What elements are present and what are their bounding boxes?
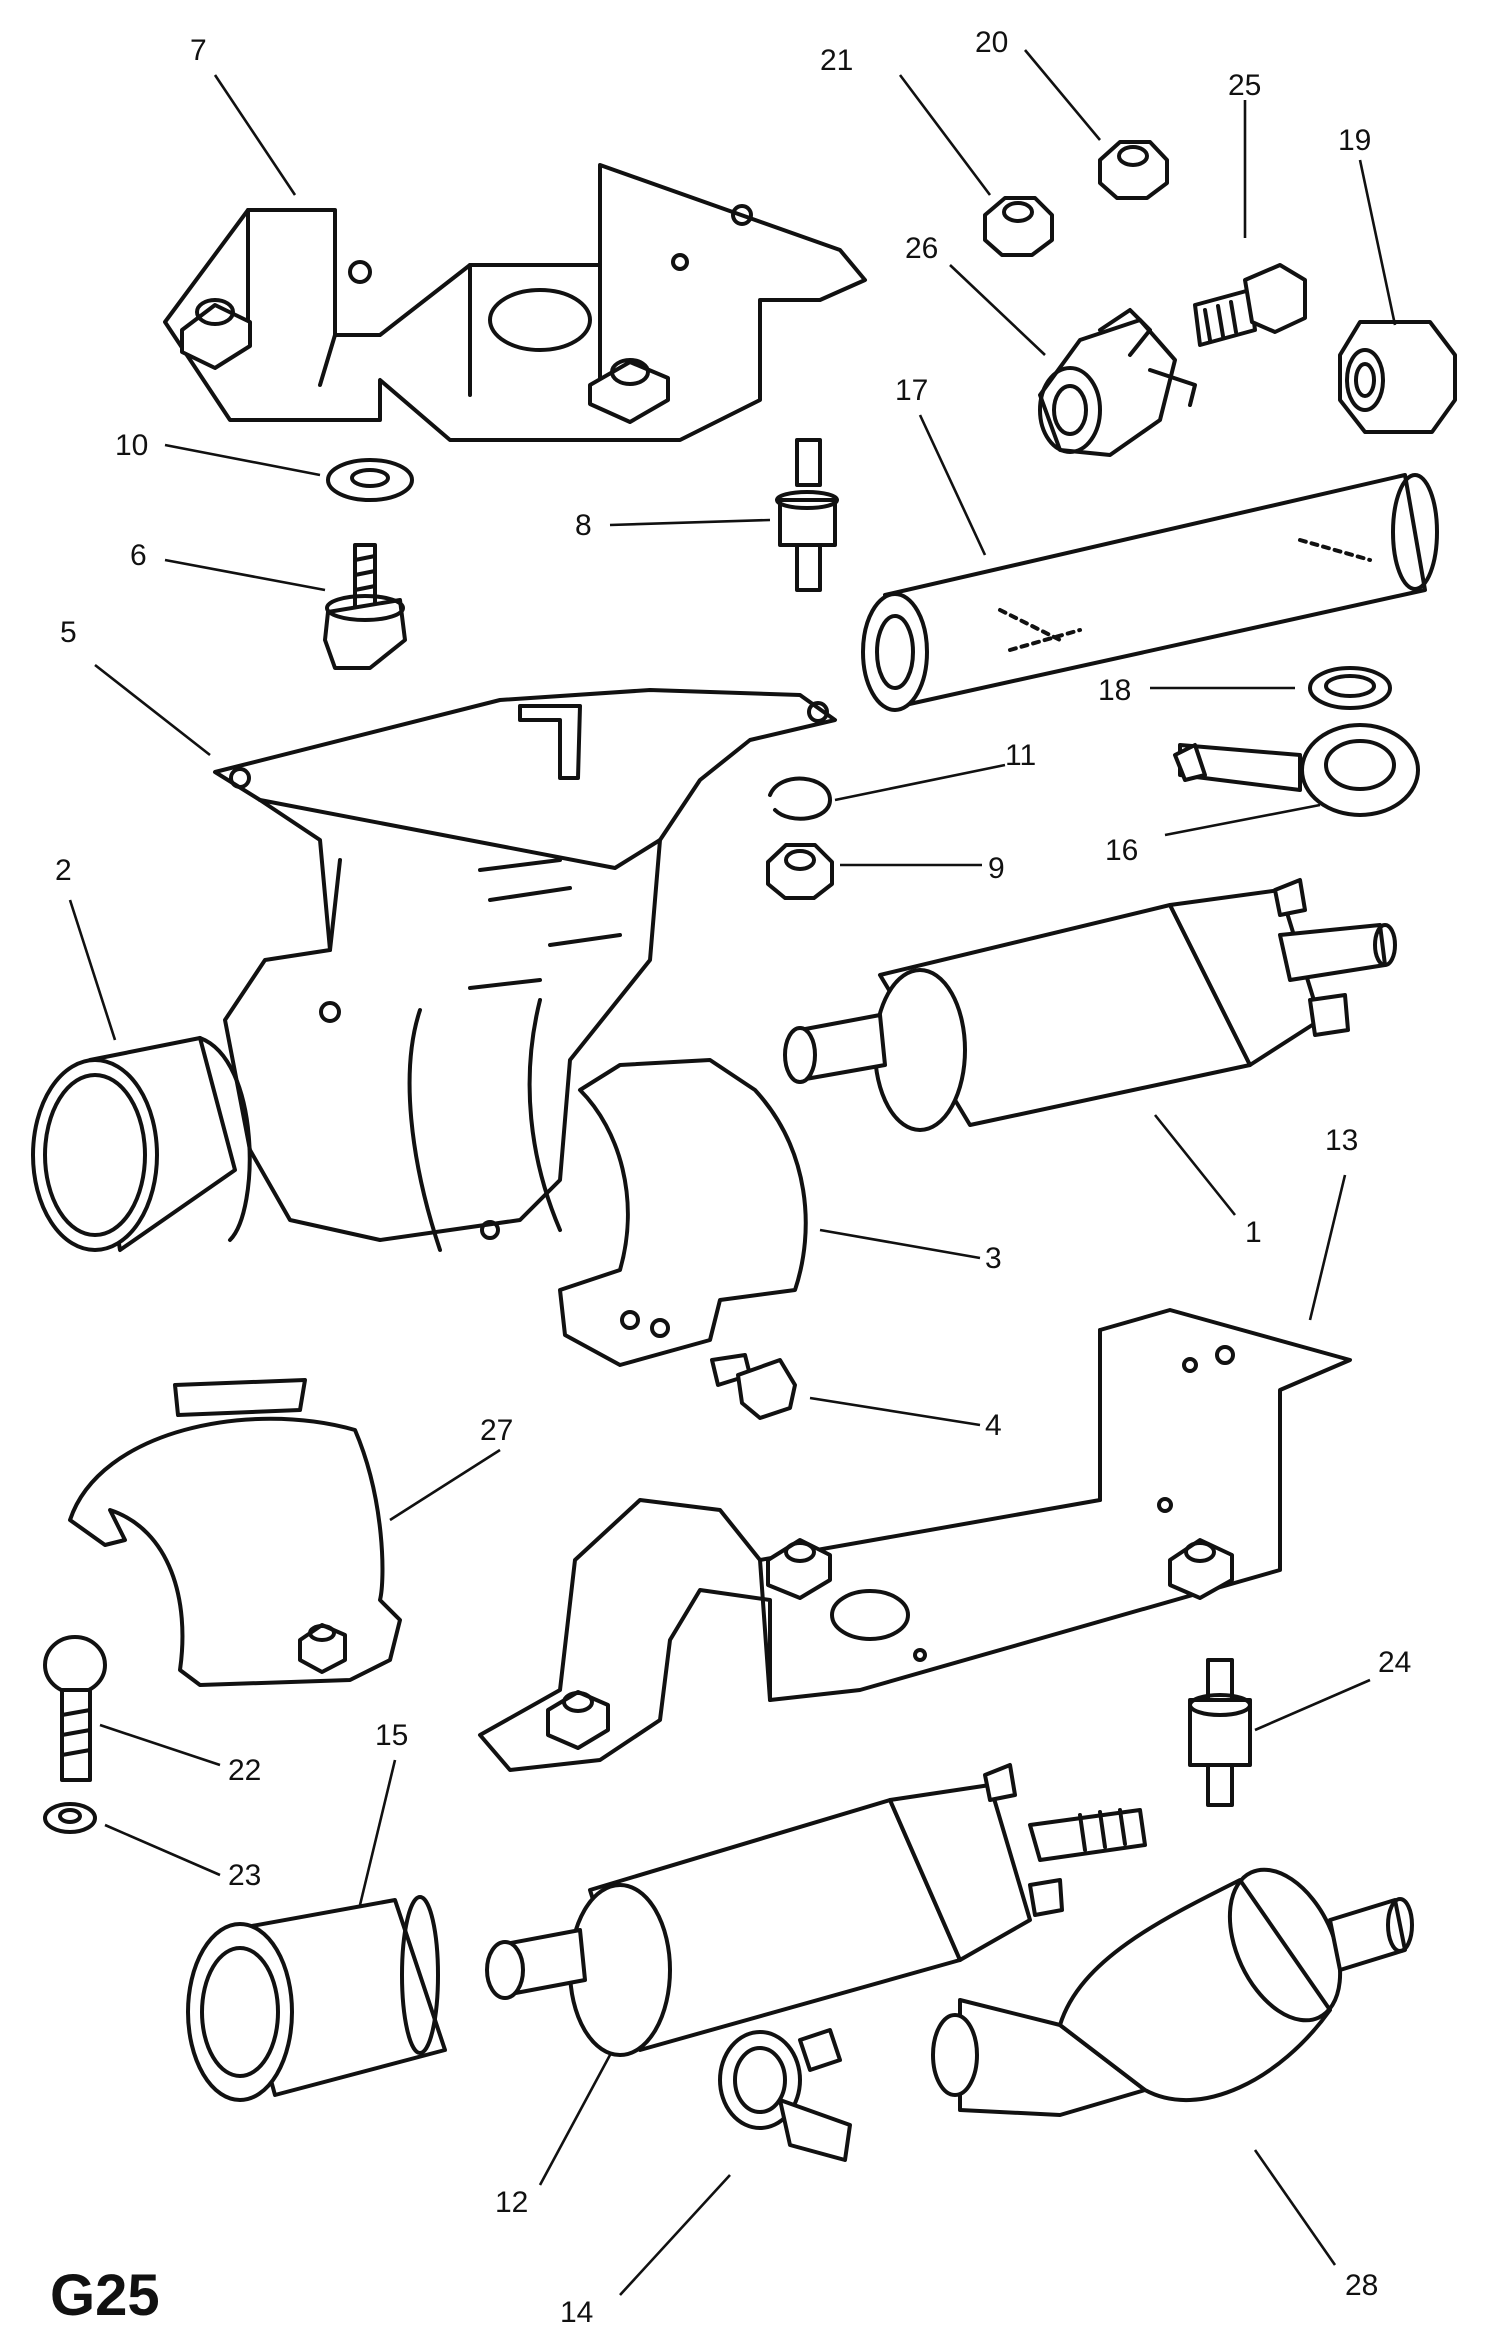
callout-26: 26 (905, 232, 938, 265)
callout-9: 9 (988, 852, 1005, 885)
part-14-hose-clip (718, 2028, 852, 2162)
part-8-stud (775, 438, 839, 592)
part-25-bolt (1193, 263, 1307, 347)
callout-18: 18 (1098, 674, 1131, 707)
part-9-nut (766, 843, 834, 900)
part-7-mounting-bracket (163, 163, 867, 442)
callout-7: 7 (190, 34, 207, 67)
callout-21: 21 (820, 44, 853, 77)
part-3-clamp (558, 1058, 808, 1367)
callout-4: 4 (985, 1409, 1002, 1442)
callout-24: 24 (1378, 1646, 1411, 1679)
callout-3: 3 (985, 1242, 1002, 1275)
part-22-bolt (43, 1635, 107, 1782)
leader-lines (68, 49, 1397, 2296)
callout-12: 12 (495, 2186, 528, 2219)
callout-25: 25 (1228, 69, 1261, 102)
part-2-rubber-sleeve (31, 1036, 252, 1252)
callout-22: 22 (228, 1754, 261, 1787)
part-16-banjo-fitting (1173, 723, 1420, 817)
callout-10: 10 (115, 429, 148, 462)
callout-17: 17 (895, 374, 928, 407)
part-17-hose (861, 473, 1439, 712)
callout-8: 8 (575, 509, 592, 542)
part-5-pump-bracket (213, 688, 837, 1252)
callout-15: 15 (375, 1719, 408, 1752)
callout-16: 16 (1105, 834, 1138, 867)
part-13-mounting-bracket (478, 1308, 1352, 1772)
callout-20: 20 (975, 26, 1008, 59)
part-4-bolt (710, 1353, 797, 1420)
callout-27: 27 (480, 1414, 513, 1447)
callout-2: 2 (55, 854, 72, 887)
part-28-fuel-filter (931, 1867, 1414, 2117)
part-10-washer (326, 458, 414, 502)
callout-5: 5 (60, 616, 77, 649)
diagram-code: G25 (50, 2263, 160, 2328)
callout-23: 23 (228, 1859, 261, 1892)
part-19-union-nut (1338, 320, 1457, 434)
callout-labels: 1 2 3 4 5 6 7 8 9 10 11 12 13 14 15 16 1… (55, 26, 1411, 2329)
part-18-washer (1308, 666, 1392, 710)
callout-6: 6 (130, 539, 147, 572)
callout-28: 28 (1345, 2269, 1378, 2302)
callout-1: 1 (1245, 1216, 1262, 1249)
callout-13: 13 (1325, 1124, 1358, 1157)
part-6-bolt (323, 543, 407, 670)
part-1-fuel-pump (783, 878, 1397, 1132)
callout-14: 14 (560, 2296, 593, 2329)
part-12-fuel-pump (485, 1763, 1147, 2057)
callout-11: 11 (1005, 739, 1036, 772)
part-15-rubber-sleeve (186, 1895, 447, 2102)
part-11-clip (768, 776, 832, 821)
part-21-nut (983, 196, 1054, 257)
callout-19: 19 (1338, 124, 1371, 157)
part-20-nut (1098, 140, 1169, 200)
part-24-stud (1188, 1658, 1252, 1807)
part-27-strap-clamp (68, 1378, 402, 1687)
part-26-clip (1038, 308, 1197, 457)
part-23-washer (43, 1802, 97, 1834)
